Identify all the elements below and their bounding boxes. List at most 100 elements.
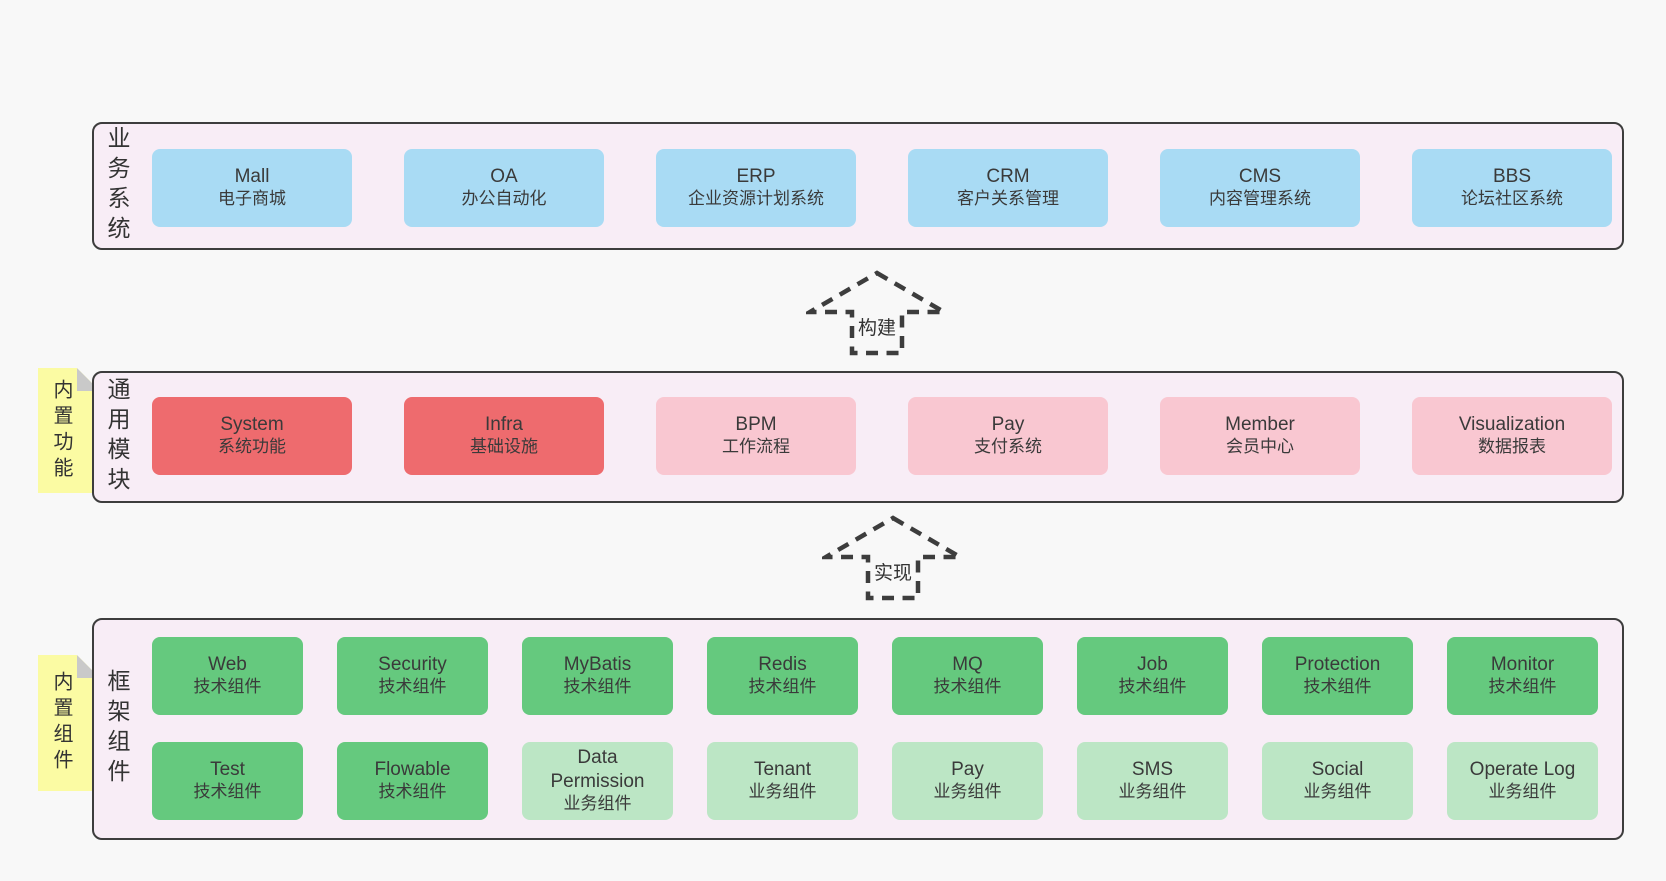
box-sms: SMS 业务组件 — [1077, 742, 1228, 820]
box-title: Pay — [991, 413, 1025, 435]
modules-boxes-row: System 系统功能 Infra 基础设施 BPM 工作流程 Pay 支付系统… — [152, 397, 1612, 475]
box-title: Pay — [951, 758, 984, 780]
box-security: Security 技术组件 — [337, 637, 488, 715]
box-title: Job — [1137, 653, 1168, 675]
box-data-permission: Data Permission 业务组件 — [522, 742, 673, 820]
box-subtitle: 技术组件 — [748, 677, 817, 697]
panel-side-label: 业务系统 — [104, 124, 130, 248]
arrow-implement-label: 实现 — [870, 558, 916, 585]
box-subtitle: 论坛社区系统 — [1461, 189, 1563, 209]
box-subtitle: 业务组件 — [1118, 782, 1187, 802]
box-title: Visualization — [1458, 413, 1566, 435]
arrow-implement: 实现 — [822, 515, 964, 601]
box-subtitle: 技术组件 — [933, 677, 1002, 697]
box-subtitle: 数据报表 — [1478, 437, 1546, 457]
panel-business-systems: 业务系统 Mall 电子商城 OA 办公自动化 ERP 企业资源计划系统 CRM… — [92, 122, 1624, 250]
box-title: Member — [1225, 413, 1295, 435]
box-system: System 系统功能 — [152, 397, 352, 475]
box-pay-component: Pay 业务组件 — [892, 742, 1043, 820]
arrow-build: 构建 — [806, 270, 948, 356]
box-title: Tenant — [753, 758, 812, 780]
box-erp: ERP 企业资源计划系统 — [656, 149, 856, 227]
box-title: ERP — [736, 165, 776, 187]
box-subtitle: 技术组件 — [563, 677, 632, 697]
box-mall: Mall 电子商城 — [152, 149, 352, 227]
box-member: Member 会员中心 — [1160, 397, 1360, 475]
box-bpm: BPM 工作流程 — [656, 397, 856, 475]
box-crm: CRM 客户关系管理 — [908, 149, 1108, 227]
box-title: Web — [208, 653, 247, 675]
box-oa: OA 办公自动化 — [404, 149, 604, 227]
box-title: Social — [1311, 758, 1364, 780]
box-subtitle: 技术组件 — [1118, 677, 1187, 697]
panel-framework-components: 框架组件 Web 技术组件 Security 技术组件 MyBatis 技术组件… — [92, 618, 1624, 840]
box-title: Protection — [1294, 653, 1381, 675]
box-subtitle: 客户关系管理 — [957, 189, 1059, 209]
box-monitor: Monitor 技术组件 — [1447, 637, 1598, 715]
box-title: MyBatis — [563, 653, 632, 675]
box-title: Security — [378, 653, 447, 675]
box-pay: Pay 支付系统 — [908, 397, 1108, 475]
business-boxes-row: Mall 电子商城 OA 办公自动化 ERP 企业资源计划系统 CRM 客户关系… — [152, 149, 1612, 227]
box-mybatis: MyBatis 技术组件 — [522, 637, 673, 715]
box-infra: Infra 基础设施 — [404, 397, 604, 475]
box-visualization: Visualization 数据报表 — [1412, 397, 1612, 475]
box-flowable: Flowable 技术组件 — [337, 742, 488, 820]
box-subtitle: 会员中心 — [1226, 437, 1294, 457]
box-subtitle: 支付系统 — [974, 437, 1042, 457]
panel-business-label: 业务系统 — [104, 126, 130, 246]
box-title: Redis — [758, 653, 807, 675]
box-title: Operate Log — [1469, 758, 1576, 780]
panel-side-label: 通用模块 — [104, 373, 130, 501]
box-web: Web 技术组件 — [152, 637, 303, 715]
framework-row-1: Web 技术组件 Security 技术组件 MyBatis 技术组件 Redi… — [152, 637, 1598, 715]
box-subtitle: 系统功能 — [218, 437, 286, 457]
box-subtitle: 业务组件 — [933, 782, 1002, 802]
box-subtitle: 业务组件 — [1488, 782, 1557, 802]
box-title: Data Permission — [550, 746, 645, 792]
box-social: Social 业务组件 — [1262, 742, 1413, 820]
box-subtitle: 企业资源计划系统 — [688, 189, 824, 209]
box-cms: CMS 内容管理系统 — [1160, 149, 1360, 227]
box-title: Infra — [484, 413, 524, 435]
box-subtitle: 技术组件 — [1303, 677, 1372, 697]
framework-row-2: Test 技术组件 Flowable 技术组件 Data Permission … — [152, 742, 1598, 820]
box-subtitle: 业务组件 — [748, 782, 817, 802]
box-subtitle: 技术组件 — [193, 677, 262, 697]
sticky-note-built-in-features: 内置功能 — [38, 368, 100, 493]
box-subtitle: 业务组件 — [1303, 782, 1372, 802]
sticky-note-label: 内置组件 — [50, 671, 72, 775]
box-mq: MQ 技术组件 — [892, 637, 1043, 715]
box-title: SMS — [1131, 758, 1174, 780]
box-redis: Redis 技术组件 — [707, 637, 858, 715]
panel-framework-label: 框架组件 — [104, 669, 130, 789]
box-subtitle: 技术组件 — [378, 782, 447, 802]
box-title: Test — [210, 758, 245, 780]
panel-common-modules: 通用模块 System 系统功能 Infra 基础设施 BPM 工作流程 Pay… — [92, 371, 1624, 503]
box-job: Job 技术组件 — [1077, 637, 1228, 715]
box-title: CMS — [1238, 165, 1282, 187]
box-tenant: Tenant 业务组件 — [707, 742, 858, 820]
panel-modules-label: 通用模块 — [104, 377, 130, 497]
box-title: Mall — [234, 165, 270, 187]
arrow-build-label: 构建 — [854, 313, 900, 340]
box-title: CRM — [986, 165, 1030, 187]
box-subtitle: 内容管理系统 — [1209, 189, 1311, 209]
box-subtitle: 技术组件 — [1488, 677, 1557, 697]
panel-side-label: 框架组件 — [104, 620, 130, 838]
box-title: Monitor — [1490, 653, 1555, 675]
box-test: Test 技术组件 — [152, 742, 303, 820]
box-bbs: BBS 论坛社区系统 — [1412, 149, 1612, 227]
box-title: MQ — [952, 653, 983, 675]
box-subtitle: 工作流程 — [722, 437, 790, 457]
box-title: BBS — [1492, 165, 1532, 187]
box-subtitle: 业务组件 — [563, 794, 632, 814]
box-title: Flowable — [374, 758, 451, 780]
box-title: BPM — [735, 413, 777, 435]
sticky-note-built-in-components: 内置组件 — [38, 655, 100, 791]
box-subtitle: 电子商城 — [218, 189, 286, 209]
box-operate-log: Operate Log 业务组件 — [1447, 742, 1598, 820]
box-subtitle: 技术组件 — [193, 782, 262, 802]
box-subtitle: 基础设施 — [470, 437, 538, 457]
